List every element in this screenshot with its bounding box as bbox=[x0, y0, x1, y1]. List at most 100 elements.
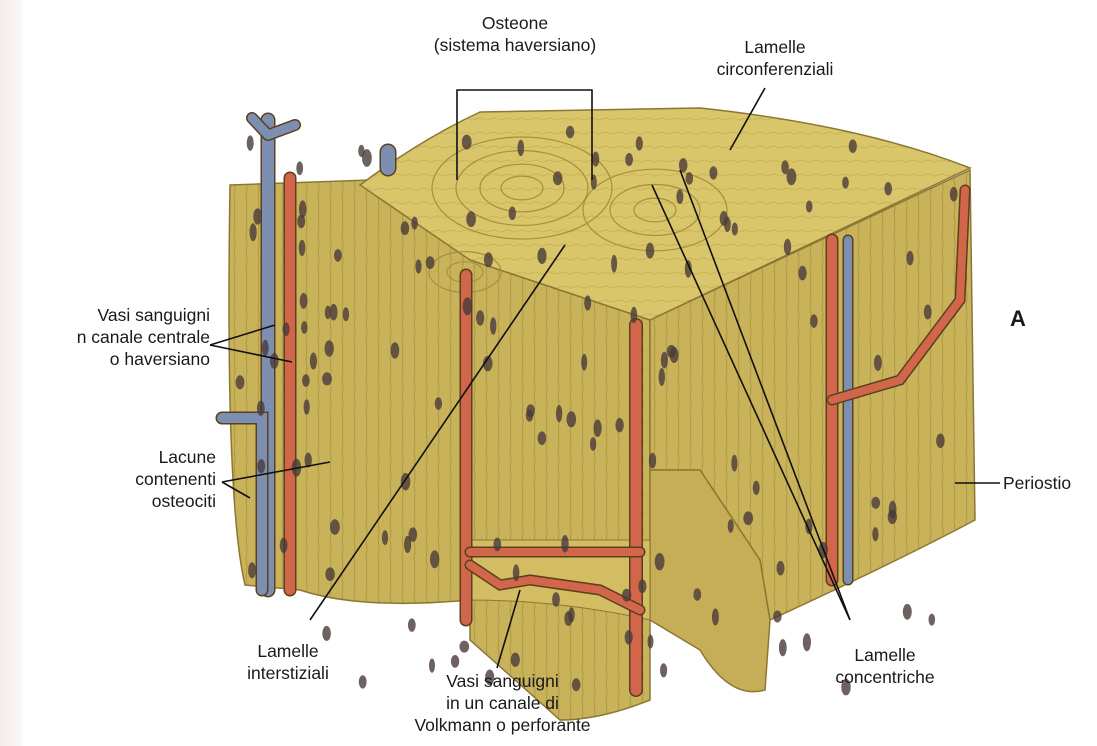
lacuna bbox=[493, 538, 501, 552]
lacuna bbox=[511, 653, 520, 667]
lacuna bbox=[247, 135, 254, 150]
label-vasi-volkmann-line3: Volkmann o perforante bbox=[385, 714, 620, 736]
lacuna bbox=[426, 256, 435, 269]
lacuna bbox=[611, 255, 617, 273]
lacuna bbox=[476, 310, 484, 325]
lacuna bbox=[343, 307, 349, 321]
lacuna bbox=[649, 453, 656, 469]
lacuna bbox=[509, 207, 516, 221]
label-lacune-line3: osteociti bbox=[80, 490, 216, 512]
lacuna bbox=[903, 604, 912, 620]
label-vasi-volkmann-line2: in un canale di bbox=[385, 692, 620, 714]
lacuna bbox=[660, 663, 667, 677]
label-lacune-line2: contenenti bbox=[80, 468, 216, 490]
label-vasi-centrale-line2: n canale centrale bbox=[18, 326, 210, 348]
lacuna bbox=[753, 481, 760, 495]
lacuna bbox=[777, 561, 785, 576]
lacuna bbox=[358, 145, 364, 157]
lacuna bbox=[513, 564, 520, 581]
label-lamelle-conc-line1: Lamelle bbox=[800, 644, 970, 666]
lacuna bbox=[732, 223, 738, 236]
figure-letter: A bbox=[1010, 308, 1026, 330]
lacuna bbox=[408, 618, 416, 631]
lacuna bbox=[871, 497, 880, 509]
lacuna bbox=[430, 550, 439, 568]
lacuna bbox=[731, 455, 737, 472]
lacuna bbox=[655, 553, 665, 570]
label-lamelle-interstiziali: Lamelle interstiziali bbox=[218, 640, 358, 684]
lacuna bbox=[415, 259, 421, 273]
lacuna bbox=[590, 437, 596, 450]
lacuna bbox=[310, 353, 317, 370]
label-lamelle-conc-line2: concentriche bbox=[800, 666, 970, 688]
lacuna bbox=[538, 431, 547, 445]
lacuna bbox=[325, 340, 334, 356]
lacuna bbox=[359, 675, 367, 688]
lacuna bbox=[526, 404, 535, 417]
lacuna bbox=[566, 126, 574, 139]
lacuna bbox=[936, 434, 945, 448]
lacuna bbox=[676, 189, 683, 204]
lacuna bbox=[646, 243, 654, 259]
lacuna bbox=[661, 352, 668, 369]
label-osteone-line2: (sistema haversiano) bbox=[400, 34, 630, 56]
lacuna bbox=[330, 304, 338, 321]
lacuna bbox=[884, 182, 892, 195]
lacuna bbox=[872, 527, 878, 541]
label-periostio: Periostio bbox=[1003, 472, 1071, 494]
lacuna bbox=[325, 567, 335, 581]
label-vasi-canale-centrale: Vasi sanguigni n canale centrale o haver… bbox=[18, 304, 210, 370]
lacuna bbox=[553, 171, 563, 185]
lacuna bbox=[411, 217, 418, 230]
lacuna bbox=[435, 397, 442, 410]
lacuna bbox=[779, 639, 787, 656]
lacuna bbox=[638, 579, 646, 593]
lacuna bbox=[625, 630, 633, 645]
lacuna bbox=[929, 614, 936, 626]
lacuna bbox=[490, 317, 496, 335]
lacuna bbox=[648, 635, 654, 649]
lacuna bbox=[712, 609, 719, 626]
lacuna bbox=[810, 314, 818, 327]
lacuna bbox=[391, 342, 400, 358]
lacuna bbox=[280, 538, 288, 553]
lacuna bbox=[842, 177, 849, 189]
lacuna bbox=[484, 252, 493, 267]
lacuna bbox=[787, 168, 797, 185]
lacuna bbox=[322, 372, 332, 385]
lacuna bbox=[518, 140, 525, 156]
lacuna bbox=[463, 297, 472, 315]
lacuna bbox=[304, 399, 310, 414]
lacuna bbox=[537, 248, 546, 264]
lacuna bbox=[250, 223, 257, 241]
lacuna bbox=[686, 172, 694, 185]
lacuna bbox=[584, 295, 591, 310]
lacuna bbox=[592, 152, 599, 167]
label-osteone-line1: Osteone bbox=[400, 12, 630, 34]
lacuna bbox=[552, 592, 560, 607]
lacuna bbox=[253, 208, 262, 224]
lacuna bbox=[888, 510, 897, 524]
lacuna bbox=[382, 530, 388, 545]
lacuna bbox=[299, 240, 306, 256]
lacuna bbox=[301, 321, 307, 334]
lacuna bbox=[724, 217, 731, 232]
label-lamelle-inter-line1: Lamelle bbox=[218, 640, 358, 662]
lacuna bbox=[615, 418, 623, 432]
label-vasi-volkmann: Vasi sanguigni in un canale di Volkmann … bbox=[385, 670, 620, 736]
label-vasi-volkmann-line1: Vasi sanguigni bbox=[385, 670, 620, 692]
lacuna bbox=[409, 527, 418, 541]
label-lamelle-circ-line2: circonferenziali bbox=[690, 58, 860, 80]
lacuna bbox=[299, 200, 307, 218]
lacuna bbox=[709, 166, 717, 179]
lacuna bbox=[236, 375, 245, 389]
lacuna bbox=[270, 353, 279, 369]
label-osteone: Osteone (sistema haversiano) bbox=[400, 12, 630, 56]
lacuna bbox=[906, 251, 913, 265]
lacuna bbox=[805, 519, 812, 535]
lacuna bbox=[248, 562, 256, 578]
lacuna bbox=[806, 201, 813, 213]
lacuna bbox=[924, 305, 932, 320]
